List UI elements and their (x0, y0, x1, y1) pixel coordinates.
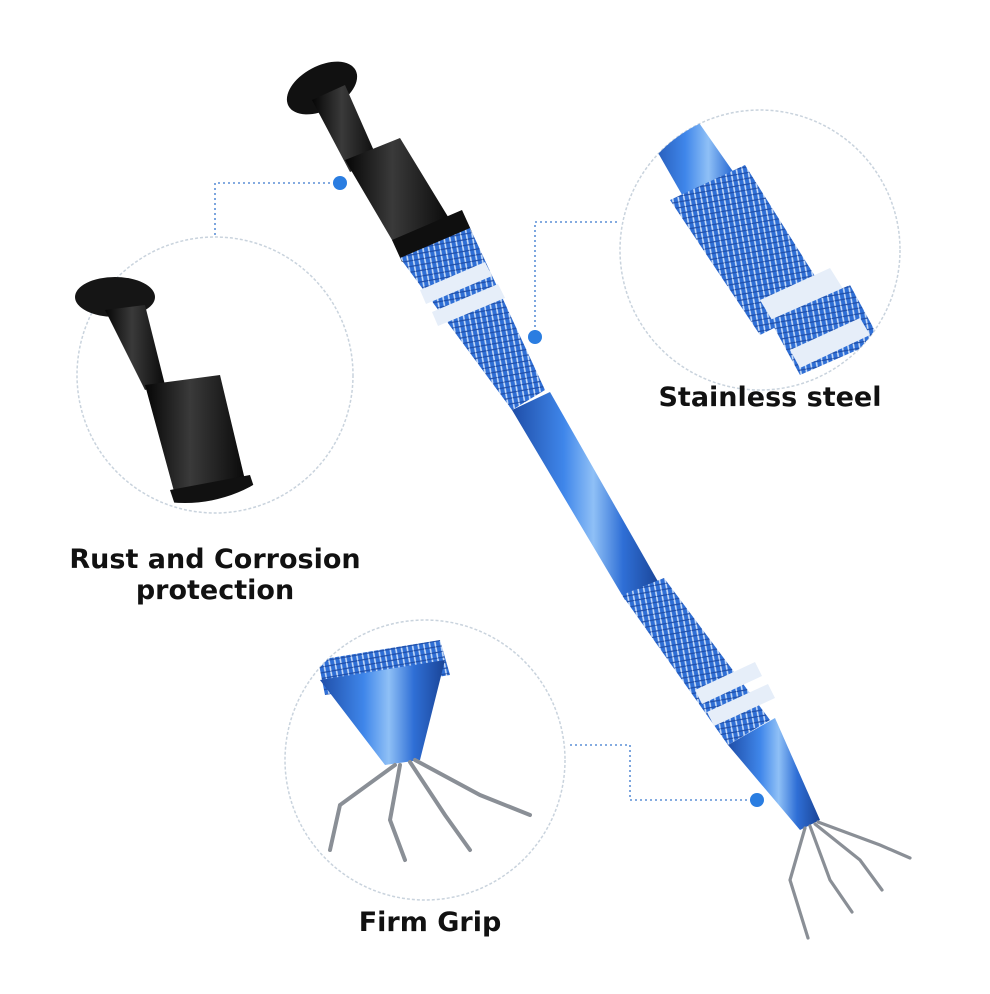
callout-circle-rust (75, 236, 354, 514)
pick-up-tool-illustration (286, 61, 912, 940)
feature-label-rust-line1: Rust and Corrosion (69, 544, 361, 575)
callout-dot-icon (750, 793, 764, 807)
callout-dot-icon (333, 176, 347, 190)
feature-label-steel: Stainless steel (658, 382, 882, 413)
feature-label-rust-line2: protection (135, 575, 295, 606)
callout-circle-grip (284, 619, 566, 901)
leader-lines (214, 182, 757, 801)
feature-label-grip: Firm Grip (358, 907, 502, 938)
callout-dot-icon (528, 330, 542, 344)
feature-label-rust: Rust and Corrosion protection (60, 544, 370, 606)
callout-circle-steel (619, 109, 901, 391)
